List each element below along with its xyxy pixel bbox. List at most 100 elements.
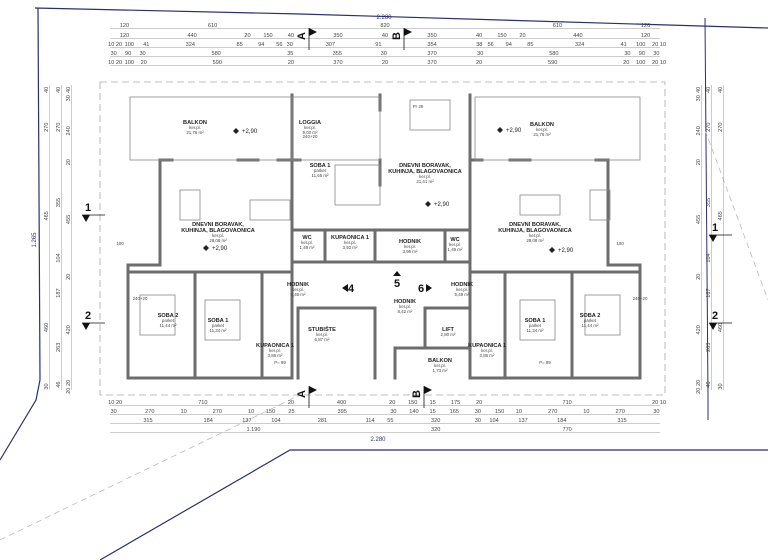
dimension-label: 370	[333, 60, 342, 66]
dimension-label: 20	[389, 400, 395, 406]
dimension-label: 35	[287, 51, 293, 57]
room-area: 8,42 m²	[398, 309, 413, 314]
building-line	[99, 81, 666, 396]
room-floor: ker.pl.	[189, 125, 201, 130]
section-marker-label: B	[411, 390, 423, 398]
dimension-label: 30	[624, 51, 630, 57]
room-floor: parket	[314, 168, 327, 173]
dimension-label: 10	[248, 409, 254, 415]
dimension-label: 270	[718, 123, 724, 132]
dimension-label: 15	[430, 409, 436, 415]
dimension-label: 20	[116, 400, 122, 406]
section-marker-label: 1	[85, 202, 91, 214]
dimension-label: 324	[575, 42, 584, 48]
dimension-label: 710	[562, 400, 571, 406]
room-floor: ker.pl.	[301, 240, 313, 245]
furniture	[589, 189, 611, 221]
dimension-label: 30	[287, 42, 293, 48]
room-area: 1,49 m²	[448, 247, 463, 252]
dimension-label: 30	[475, 409, 481, 415]
dimension-label: 355	[56, 198, 62, 207]
dimension-label: 460	[718, 323, 724, 332]
dimension-label: 30	[111, 51, 117, 57]
dimension-label: 320	[431, 418, 440, 424]
dimension-label: 420	[696, 325, 702, 334]
dimension-label: 770	[562, 427, 571, 433]
room-floor: ker.pl.	[536, 127, 548, 132]
dimension-label: 90	[125, 51, 131, 57]
dimension-label: 137	[242, 418, 251, 424]
room-name: DNEVNI BORAVAK,	[399, 163, 451, 169]
room-area: 3,92 m²	[343, 245, 358, 250]
dimension-label: 20	[652, 400, 658, 406]
dimension-label: 40	[706, 87, 712, 93]
room-floor: ker.pl.	[316, 332, 328, 337]
dimension-label: 20	[288, 60, 294, 66]
dimension-label: 104	[489, 418, 498, 424]
view-marker-label: 6	[418, 283, 424, 295]
dimension-label: 20	[66, 274, 72, 280]
room-floor: ker.pl.	[449, 242, 461, 247]
room-area: 11,34 m²	[209, 328, 227, 333]
section-arrow-icon	[309, 28, 317, 36]
dimension-label: 184	[557, 418, 566, 424]
room-name: HODNIK	[394, 299, 416, 305]
dimension-label: 85	[527, 42, 533, 48]
walls	[126, 93, 642, 380]
dimension-label: 10	[660, 400, 666, 406]
room-floor: ker.pl.	[304, 125, 316, 130]
room-name: WC	[450, 237, 459, 243]
dimension-label: 30	[477, 51, 483, 57]
dimension-label: 350	[427, 33, 436, 39]
dimension-label: 455	[696, 215, 702, 224]
dimension-label: 820	[380, 23, 389, 29]
section-arrow-icon	[709, 235, 717, 242]
dimension-label: 420	[66, 325, 72, 334]
dimension-label: 20	[66, 388, 72, 394]
dimension-label: 20	[696, 388, 702, 394]
room-name: HODNIK	[451, 282, 473, 288]
dimension-label: 240	[696, 126, 702, 135]
room-name: SOBA 1	[310, 163, 331, 169]
plot-boundary-right	[704, 17, 709, 420]
furniture	[249, 199, 291, 221]
room-floor: parket	[529, 323, 542, 328]
dimension-label: 94	[506, 42, 512, 48]
dimension-label: 354	[427, 42, 436, 48]
dimension-label: 38	[476, 42, 482, 48]
room-floor: ker.pl.	[292, 287, 304, 292]
furniture	[409, 99, 451, 131]
view-marker-label: 5	[394, 278, 400, 290]
dimension-label: 324	[186, 42, 195, 48]
dimension-label: 30	[653, 51, 659, 57]
dimension-label: 85	[237, 42, 243, 48]
dimension-label: 580	[549, 51, 558, 57]
room-area: 11,34 m²	[526, 328, 544, 333]
dimension-label: 370	[427, 60, 436, 66]
dimension-label: 187	[706, 288, 712, 297]
dimension-label: 263	[56, 343, 62, 352]
room-area: 1,49 m²	[300, 245, 315, 250]
dimension-label: 184	[204, 418, 213, 424]
section-arrow-icon	[404, 28, 412, 36]
dimension-label: 440	[573, 33, 582, 39]
room-name: BALKON	[428, 358, 452, 364]
dimension-label: 270	[44, 123, 50, 132]
section-arrow-icon	[82, 215, 90, 222]
room-name: HODNIK	[399, 239, 421, 245]
dimension-label: 90	[639, 51, 645, 57]
room-area: 6,87 m²	[315, 337, 330, 342]
room-area: 28,08 m²	[209, 238, 227, 243]
room-name: KUHINJA, BLAGOVAONICA	[181, 228, 255, 234]
dimension-label: 100	[636, 60, 645, 66]
dimension-label: 455	[66, 215, 72, 224]
dimension-label: 165	[450, 409, 459, 415]
dimension-label: 20	[66, 380, 72, 386]
balcony-railing	[129, 96, 293, 161]
dimension-label: 20	[476, 60, 482, 66]
room-area: 11,44 m²	[581, 323, 599, 328]
elevation-label: +2,90	[558, 248, 574, 254]
dimension-label: 355	[333, 51, 342, 57]
dimension-label: 10	[660, 60, 666, 66]
